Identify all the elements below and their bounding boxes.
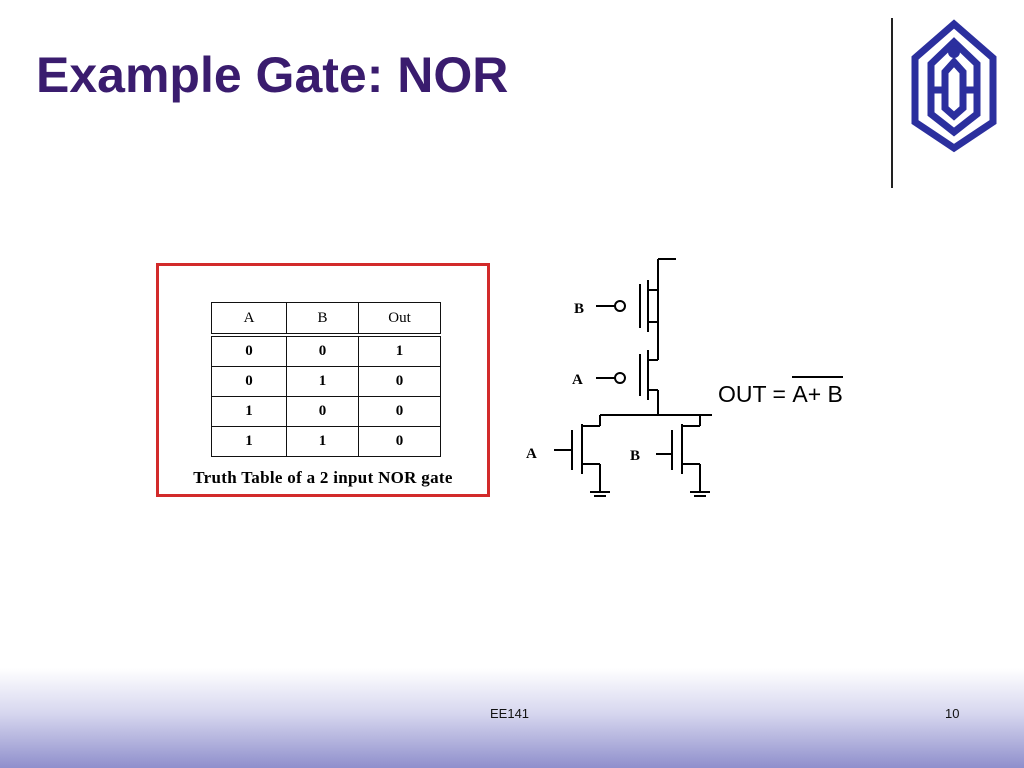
pmos-b-bubble [614,300,626,312]
table-row: 1 1 0 [211,426,441,457]
slide-title: Example Gate: NOR [36,47,509,103]
table-cell: 1 [286,426,359,457]
column-header-a: A [211,302,287,337]
column-header-out: Out [358,302,441,337]
table-cell: 0 [286,334,359,367]
table-row: 0 0 1 [211,334,441,367]
table-cell: 1 [358,334,441,367]
table-cell: 0 [211,334,287,367]
nmos-right-label: B [630,448,640,464]
truth-table: A B Out 0 0 1 0 1 0 1 0 0 1 1 [211,302,441,457]
table-cell: 1 [286,366,359,397]
table-row: 0 1 0 [211,366,441,397]
footer-band [0,668,1024,768]
truth-table-caption: Truth Table of a 2 input NOR gate [193,468,453,487]
nor-gate-circuit: B A A B [526,258,712,497]
table-header-row: A B Out [211,302,441,337]
nmos-left-label: A [526,446,537,462]
table-cell: 0 [211,366,287,397]
output-equation: OUT = A+ B [718,381,843,408]
table-row: 1 0 0 [211,396,441,427]
header-divider [891,18,893,188]
table-cell: 0 [358,396,441,427]
slide-number: 10 [945,706,960,721]
equation-rhs-overbar: A+ B [792,381,843,407]
table-cell: 0 [286,396,359,427]
pmos-top-label: B [574,301,584,317]
table-cell: 0 [358,426,441,457]
truth-table-frame: A B Out 0 0 1 0 1 0 1 0 0 1 1 [156,263,490,497]
university-logo [911,19,997,153]
pmos-bottom-label: A [572,372,583,388]
table-cell: 0 [358,366,441,397]
pmos-a-bubble [614,372,626,384]
table-cell: 1 [211,396,287,427]
equation-lhs: OUT = [718,381,793,407]
column-header-b: B [286,302,359,337]
table-cell: 1 [211,426,287,457]
footer-course-label: EE141 [490,706,530,721]
